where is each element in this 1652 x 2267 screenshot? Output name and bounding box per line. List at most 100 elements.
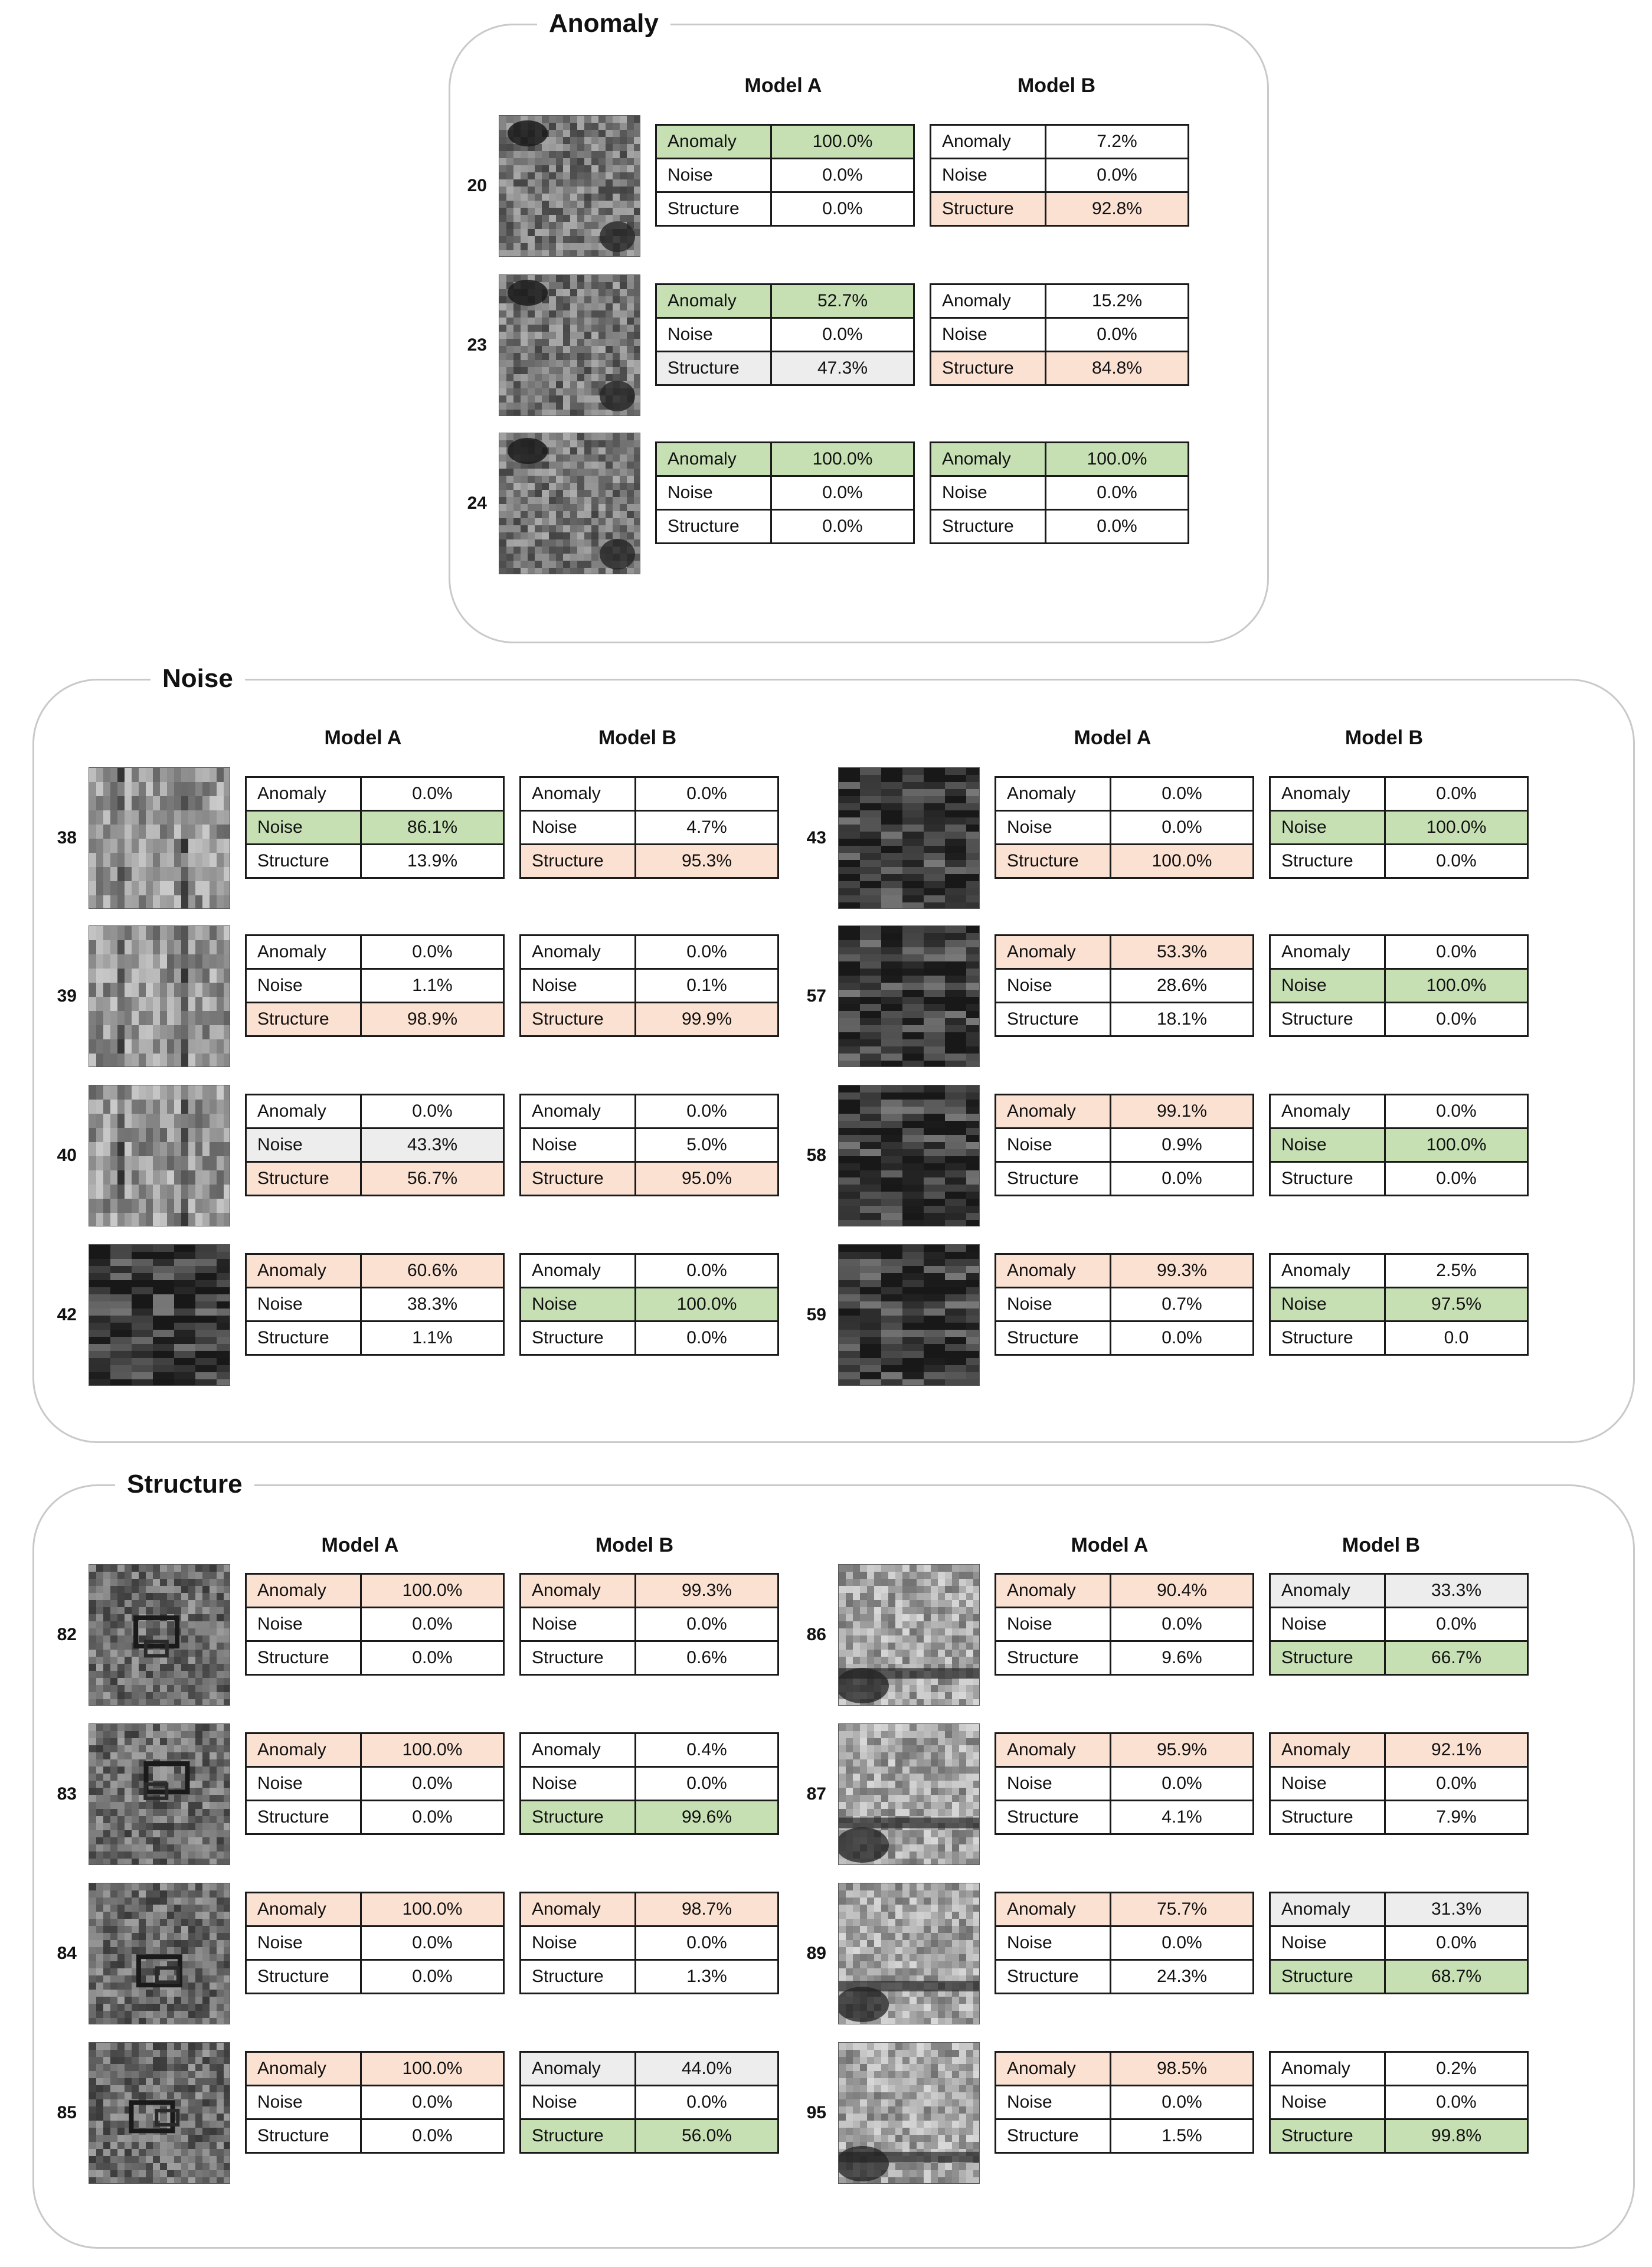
probability-value: 15.2% <box>1045 283 1189 319</box>
class-label: Anomaly <box>995 776 1111 812</box>
probability-value: 0.0% <box>634 1925 779 1961</box>
class-label: Anomaly <box>245 1253 362 1288</box>
class-label: Structure <box>519 1161 636 1196</box>
probability-value: 0.0% <box>1384 1766 1529 1801</box>
probability-value: 0.0% <box>360 1640 505 1676</box>
probability-value: 1.3% <box>634 1959 779 1994</box>
class-label: Anomaly <box>245 1573 362 1608</box>
class-label: Noise <box>519 1766 636 1801</box>
probability-value: 100.0% <box>1384 810 1529 845</box>
probability-value: 4.7% <box>634 810 779 845</box>
class-label: Noise <box>1269 1607 1386 1642</box>
probability-value: 0.0% <box>1384 1607 1529 1642</box>
probability-value: 0.0% <box>634 1253 779 1288</box>
sample-image <box>499 115 640 257</box>
probability-value: 33.3% <box>1384 1573 1529 1608</box>
probability-value: 92.8% <box>1045 191 1189 227</box>
sample-id: 20 <box>467 176 487 195</box>
class-label: Anomaly <box>995 2051 1111 2086</box>
probability-value: 95.9% <box>1110 1732 1254 1768</box>
sample-image <box>838 1723 980 1865</box>
probability-value: 84.8% <box>1045 351 1189 386</box>
class-label: Anomaly <box>245 934 362 970</box>
probability-value: 100.0% <box>1045 441 1189 477</box>
sample-id: 39 <box>57 986 77 1006</box>
probability-value: 38.3% <box>360 1287 505 1322</box>
probability-value: 0.0% <box>1384 934 1529 970</box>
class-label: Structure <box>519 1959 636 1994</box>
model-header: Model A <box>1071 1534 1149 1556</box>
class-label: Anomaly <box>245 1892 362 1927</box>
probability-value: 0.0% <box>634 934 779 970</box>
probability-value: 1.1% <box>360 968 505 1003</box>
probability-value: 95.0% <box>634 1161 779 1196</box>
class-label: Anomaly <box>930 124 1046 159</box>
group-title: Noise <box>151 662 245 695</box>
class-label: Anomaly <box>995 1253 1111 1288</box>
probability-value: 0.0% <box>634 1766 779 1801</box>
sample-image <box>89 1085 230 1226</box>
probability-value: 99.8% <box>1384 2118 1529 2154</box>
class-label: Anomaly <box>655 124 772 159</box>
class-label: Structure <box>1269 2118 1386 2154</box>
class-label: Structure <box>995 1161 1111 1196</box>
sample-id: 83 <box>57 1784 77 1804</box>
probability-value: 98.9% <box>360 1002 505 1037</box>
probability-value: 0.0% <box>360 1800 505 1835</box>
probability-value: 0.0% <box>1045 158 1189 193</box>
probability-value: 0.0% <box>360 1766 505 1801</box>
probability-value: 86.1% <box>360 810 505 845</box>
probability-value: 1.5% <box>1110 2118 1254 2154</box>
probability-value: 0.0% <box>1110 1925 1254 1961</box>
class-label: Noise <box>245 1287 362 1322</box>
probability-value: 68.7% <box>1384 1959 1529 1994</box>
probability-value: 0.0% <box>360 1959 505 1994</box>
class-label: Noise <box>519 2085 636 2120</box>
sample-id: 38 <box>57 828 77 848</box>
probability-value: 66.7% <box>1384 1640 1529 1676</box>
sample-id: 95 <box>806 2103 826 2122</box>
probability-value: 0.0 <box>1384 1320 1529 1356</box>
probability-value: 0.0% <box>770 509 915 544</box>
sample-id: 57 <box>806 986 826 1006</box>
probability-value: 98.5% <box>1110 2051 1254 2086</box>
sample-image <box>89 1564 230 1706</box>
model-header: Model A <box>321 1534 399 1556</box>
probability-value: 98.7% <box>634 1892 779 1927</box>
class-label: Anomaly <box>995 934 1111 970</box>
